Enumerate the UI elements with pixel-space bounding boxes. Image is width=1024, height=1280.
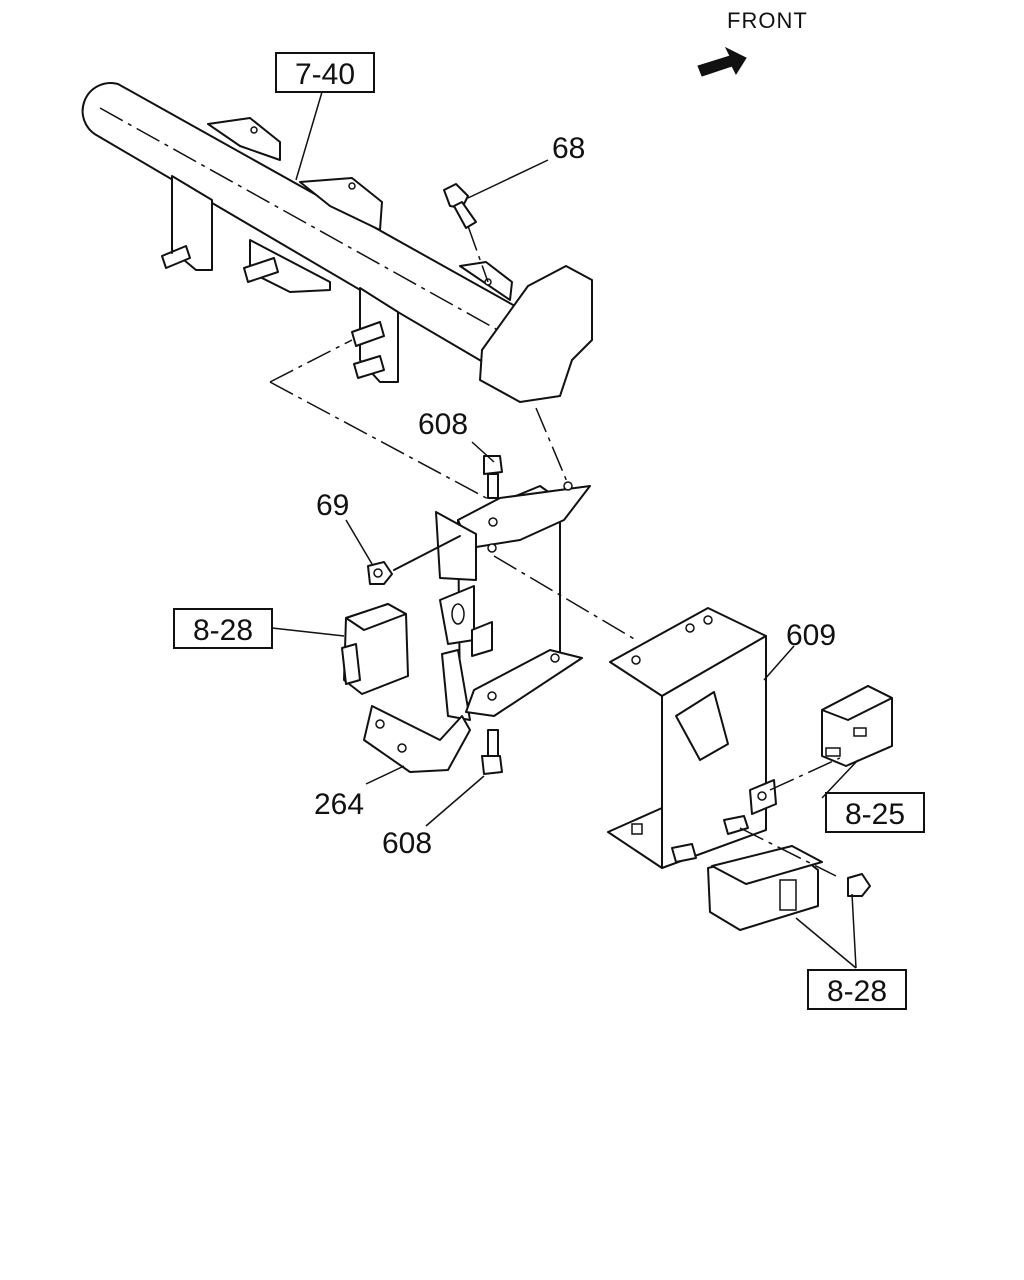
- part-number-69: 69: [316, 489, 349, 522]
- bolt-608-top: [483, 455, 503, 499]
- bracket-264: [363, 705, 471, 773]
- front-arrow-icon: [697, 46, 747, 77]
- bolt-608-bottom: [481, 729, 503, 775]
- ref-box-8-28-bottom: 8-28: [807, 969, 907, 1010]
- module-8-28-left: [341, 603, 409, 695]
- ref-label-8-25: 8-25: [845, 798, 905, 831]
- front-label: FRONT: [727, 8, 808, 33]
- nut-69: [367, 535, 461, 585]
- ref-label-7-40: 7-40: [295, 58, 355, 91]
- leader-lines: [271, 91, 859, 969]
- bolt-68: [443, 183, 489, 283]
- ref-label-8-28-bottom: 8-28: [827, 975, 887, 1008]
- part-number-264: 264: [314, 788, 364, 821]
- ref-box-8-25: 8-25: [825, 792, 925, 833]
- bracket-609: [607, 607, 777, 869]
- centerlines: [171, 188, 841, 877]
- module-8-25: [821, 685, 893, 767]
- part-number-609: 609: [786, 619, 836, 652]
- ref-box-7-40: 7-40: [275, 52, 375, 93]
- module-8-28-bottom: [707, 845, 823, 931]
- cross-beam-tube: [81, 82, 554, 380]
- front-indicator: FRONT: [697, 8, 808, 77]
- part-number-68: 68: [552, 132, 585, 165]
- part-number-608-top: 608: [418, 408, 468, 441]
- nut-bottom: [847, 873, 871, 897]
- left-bracket-assembly: [435, 481, 591, 721]
- beam-studs: [161, 245, 385, 379]
- ref-label-8-28-left: 8-28: [193, 614, 253, 647]
- part-number-608-bottom: 608: [382, 827, 432, 860]
- ref-box-8-28-left: 8-28: [173, 608, 273, 649]
